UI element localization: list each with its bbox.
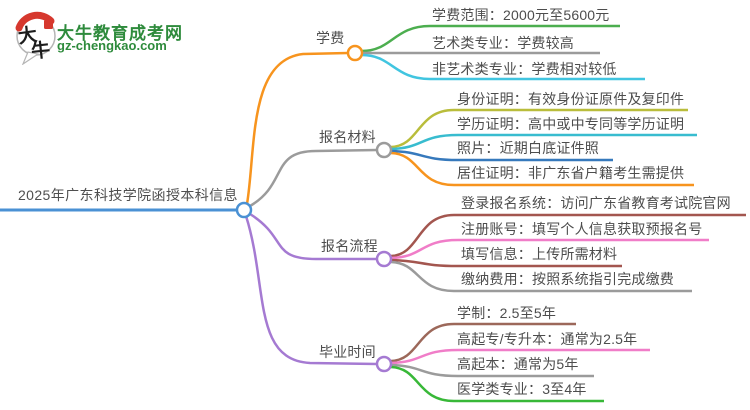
- leaf-pay-fee[interactable]: 缴纳费用：按照系统指引完成缴费: [461, 271, 674, 287]
- leaf-curve-id-proof: [390, 108, 688, 149]
- leaf-curve-tuition-nonart: [361, 53, 645, 81]
- leaf-gaoqiben[interactable]: 高起本：通常为5年: [457, 356, 579, 372]
- branch-label-materials[interactable]: 报名材料: [319, 129, 376, 145]
- branch-curve-graduation: [244, 215, 378, 366]
- leaf-edu-proof[interactable]: 学历证明：高中或中专同等学历证明: [457, 116, 685, 132]
- logo-bubble-tail: [21, 51, 40, 65]
- leaf-curve-study-length: [390, 322, 576, 363]
- leaf-register-account[interactable]: 注册账号：填写个人信息获取预报名号: [461, 221, 703, 237]
- logo-char-da: 大: [17, 23, 39, 48]
- branch-node-handle-process[interactable]: [375, 250, 393, 268]
- leaf-medical[interactable]: 医学类专业：3至4年: [457, 381, 587, 397]
- leaf-fill-info[interactable]: 填写信息：上传所需材料: [461, 246, 618, 262]
- leaf-curve-medical: [390, 365, 604, 403]
- site-url[interactable]: gz-chengkao.com: [57, 38, 167, 53]
- branch-curve-materials: [249, 148, 378, 208]
- leaf-curve-tuition-range: [361, 24, 620, 53]
- leaf-study-length[interactable]: 学制：2.5至5年: [457, 305, 557, 321]
- leaf-photo[interactable]: 照片：近期白底证件照: [457, 140, 599, 156]
- branch-label-tuition[interactable]: 学费: [316, 30, 345, 46]
- leaf-gaoqizhuan[interactable]: 高起专/专升本：通常为2.5年: [457, 331, 638, 347]
- central-node-handle[interactable]: [235, 201, 253, 219]
- leaf-curve-fill-info: [390, 258, 622, 268]
- leaf-curve-residence-proof: [390, 151, 694, 187]
- leaf-curve-register-account: [390, 238, 709, 260]
- branch-node-handle-graduation[interactable]: [375, 355, 393, 373]
- logo-char-niu: 牛: [30, 38, 51, 63]
- leaf-residence-proof[interactable]: 居住证明：非广东省户籍考生需提供: [457, 165, 685, 181]
- branch-label-graduation[interactable]: 毕业时间: [319, 344, 376, 360]
- leaf-tuition-art[interactable]: 艺术类专业：学费较高: [432, 35, 574, 51]
- leaf-tuition-range[interactable]: 学费范围：2000元至5600元: [432, 7, 610, 23]
- branch-node-handle-tuition[interactable]: [346, 44, 364, 62]
- leaf-curve-photo: [390, 149, 613, 162]
- site-name[interactable]: 大牛教育成考网: [57, 24, 183, 43]
- branch-label-process[interactable]: 报名流程: [321, 238, 378, 254]
- logo-seal-stamp: [44, 20, 53, 29]
- leaf-curve-edu-proof: [390, 133, 697, 151]
- leaf-tuition-nonart[interactable]: 非艺术类专业：学费相对较低: [432, 61, 617, 77]
- central-topic[interactable]: 2025年广东科技学院函授本科信息: [18, 187, 238, 203]
- branch-curve-process: [249, 212, 377, 261]
- logo-red-arc: [15, 11, 55, 32]
- leaf-curve-gaoqizhuan: [390, 348, 650, 365]
- leaf-id-proof[interactable]: 身份证明：有效身份证原件及复印件: [457, 91, 685, 107]
- branch-node-handle-materials[interactable]: [375, 141, 393, 159]
- leaf-login-system[interactable]: 登录报名系统：访问广东省教育考试院官网: [461, 195, 731, 211]
- branch-curve-tuition: [245, 51, 349, 205]
- leaf-curve-pay-fee: [390, 260, 692, 293]
- leaf-curve-gaoqiben: [390, 363, 594, 378]
- leaf-curve-login-system: [390, 213, 746, 258]
- site-logo-icon[interactable]: 大 牛: [11, 5, 63, 65]
